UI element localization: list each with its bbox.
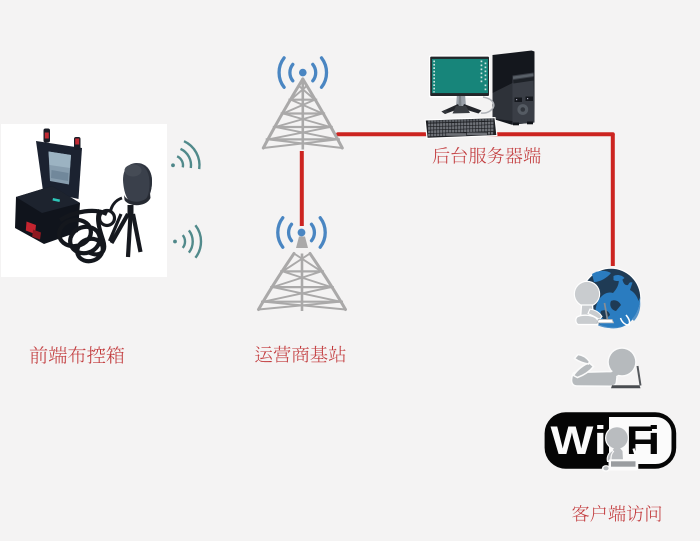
svg-text:i: i xyxy=(647,419,660,464)
svg-text:W: W xyxy=(551,419,595,464)
svg-text:F: F xyxy=(626,419,654,464)
svg-text:i: i xyxy=(594,419,607,464)
